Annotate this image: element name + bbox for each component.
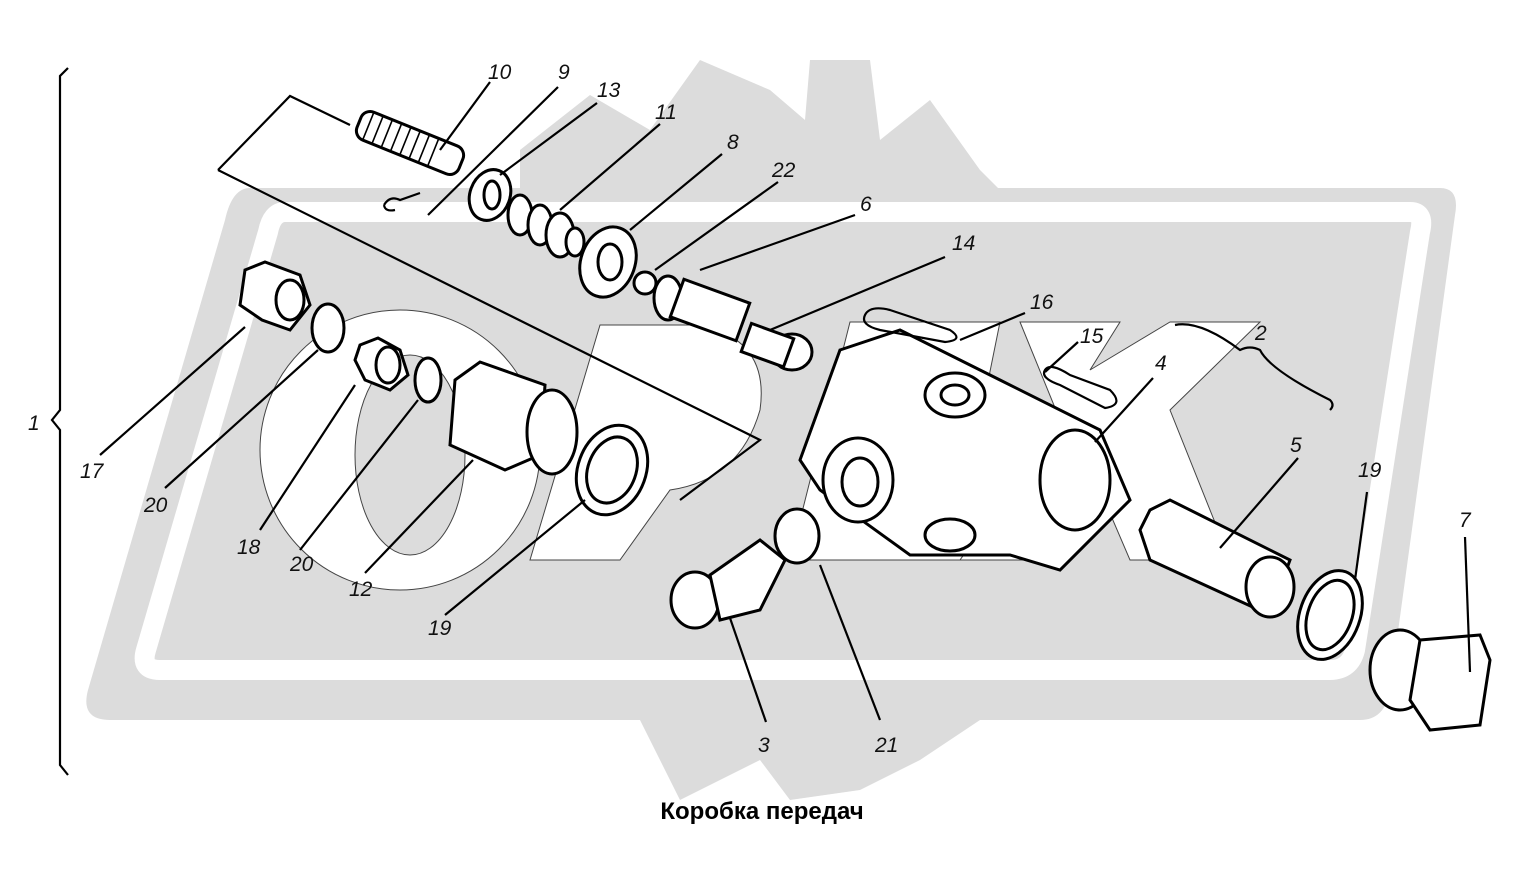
part-nut-18 (353, 336, 410, 392)
part-pin-9 (382, 191, 421, 212)
part-valve-6 (652, 274, 752, 343)
callout-19b: 19 (1358, 459, 1382, 482)
part-pin-15 (1042, 365, 1118, 410)
callout-22: 22 (771, 159, 796, 182)
callout-14: 14 (952, 232, 975, 255)
part-washer-20b (413, 356, 443, 404)
callout-13: 13 (597, 79, 621, 102)
part-spring-11 (506, 193, 586, 259)
watermark-frame-inner (134, 202, 1432, 680)
callout-12: 12 (349, 578, 373, 601)
part-ball-22 (632, 270, 658, 296)
leader-lines (99, 81, 1472, 723)
callout-4: 4 (1155, 352, 1167, 375)
callout-15: 15 (1080, 325, 1104, 348)
callout-5: 5 (1290, 434, 1302, 457)
assembly-arrow-line (217, 94, 763, 501)
part-pin-16 (862, 307, 958, 344)
callout-7: 7 (1459, 509, 1472, 532)
part-fitting-12 (448, 360, 579, 476)
callout-9: 9 (558, 61, 570, 84)
callout-2: 2 (1254, 322, 1267, 345)
part-washer-20a (310, 302, 346, 354)
callout-10: 10 (488, 61, 512, 84)
assembly-bracket (50, 67, 69, 776)
callout-17: 17 (80, 460, 105, 483)
callout-20b: 20 (289, 553, 314, 576)
part-gasket-19a (574, 423, 650, 517)
part-housing-2 (798, 328, 1132, 572)
callout-20a: 20 (143, 494, 168, 517)
part-plunger-14 (739, 321, 814, 372)
callout-11: 11 (655, 101, 677, 124)
assembly-label: 1 (28, 412, 40, 435)
callout-19a: 19 (428, 617, 452, 640)
part-gasket-21 (773, 507, 821, 565)
callout-6: 6 (860, 193, 872, 216)
part-bushing-3 (669, 538, 787, 630)
part-nut-17 (238, 260, 312, 332)
callout-16: 16 (1030, 291, 1054, 314)
callout-8: 8 (727, 131, 739, 154)
part-spring-10 (354, 110, 466, 176)
callout-21: 21 (874, 734, 898, 757)
diagram-title: Коробка передач (660, 798, 864, 825)
part-gasket-19b (1296, 569, 1364, 661)
part-sleeve-5 (1138, 498, 1296, 619)
callout-18: 18 (237, 536, 261, 559)
part-washer-13 (467, 168, 513, 222)
part-disc-8 (578, 225, 638, 299)
part-plug-7 (1368, 628, 1492, 732)
callout-3: 3 (758, 734, 770, 757)
